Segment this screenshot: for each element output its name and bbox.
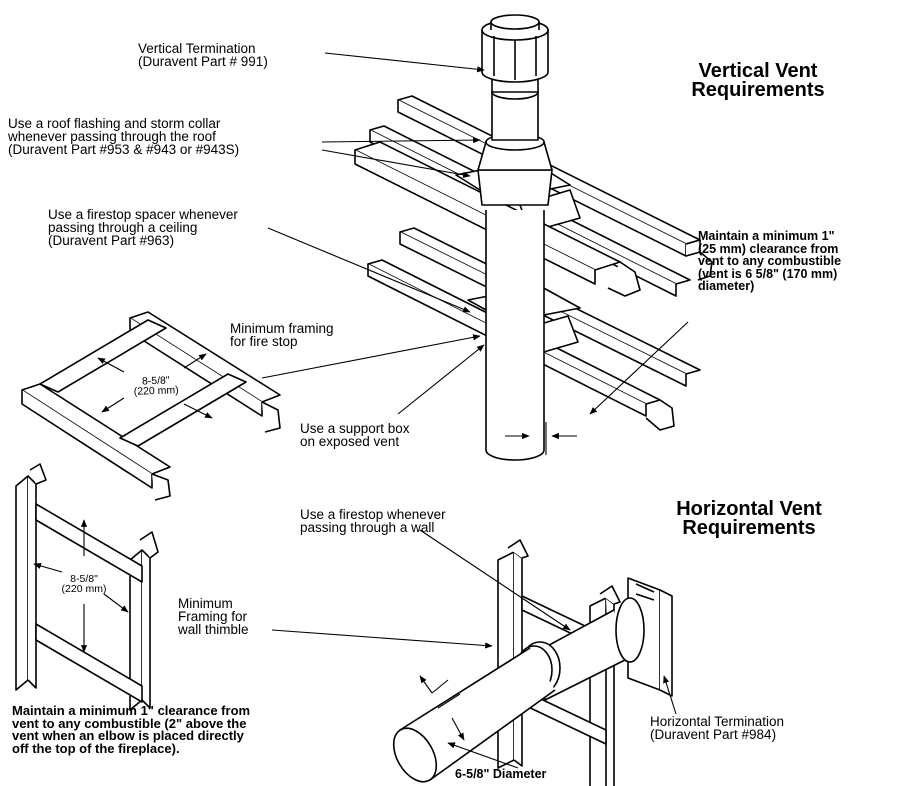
wall-thimble-framing <box>15 463 159 711</box>
horizontal-vent-assembly <box>392 539 673 786</box>
clearance-vertical-label: Maintain a minimum 1" (25 mm) clearance … <box>698 229 842 293</box>
roof-flashing-label: Use a roof flashing and storm collar whe… <box>8 116 240 157</box>
frame-top-dimension: 8-5/8" (220 mm) <box>133 374 179 398</box>
frame-side-dimension-arrows <box>33 519 129 653</box>
diameter-label: 6-5/8" Diameter <box>455 767 547 781</box>
support-box-label: Use a support box on exposed vent <box>300 421 410 449</box>
firestop-spacer-label: Use a firestop spacer whenever passing t… <box>48 207 238 248</box>
vertical-vent-assembly <box>354 14 713 461</box>
firestop-framing <box>21 311 281 501</box>
horizontal-termination-label: Horizontal Termination (Duravent Part #9… <box>650 714 785 742</box>
vertical-vent-title: Vertical Vent Requirements <box>691 60 825 101</box>
frame-top-dimension-arrows <box>97 353 213 419</box>
vertical-termination-label: Vertical Termination (Duravent Part # 99… <box>138 41 268 69</box>
leader-lines <box>261 52 689 769</box>
horizontal-vent-title: Horizontal Vent Requirements <box>676 498 822 539</box>
frame-side-dimension: 8-5/8" (220 mm) <box>61 573 107 595</box>
firestop-wall-label: Use a firestop whenever passing through … <box>300 507 446 535</box>
min-framing-wall-label: Minimum Framing for wall thimble <box>178 596 249 637</box>
clearance-horizontal-label: Maintain a minimum 1" clearance from ven… <box>12 703 251 756</box>
min-framing-firestop-label: Minimum framing for fire stop <box>230 321 334 349</box>
